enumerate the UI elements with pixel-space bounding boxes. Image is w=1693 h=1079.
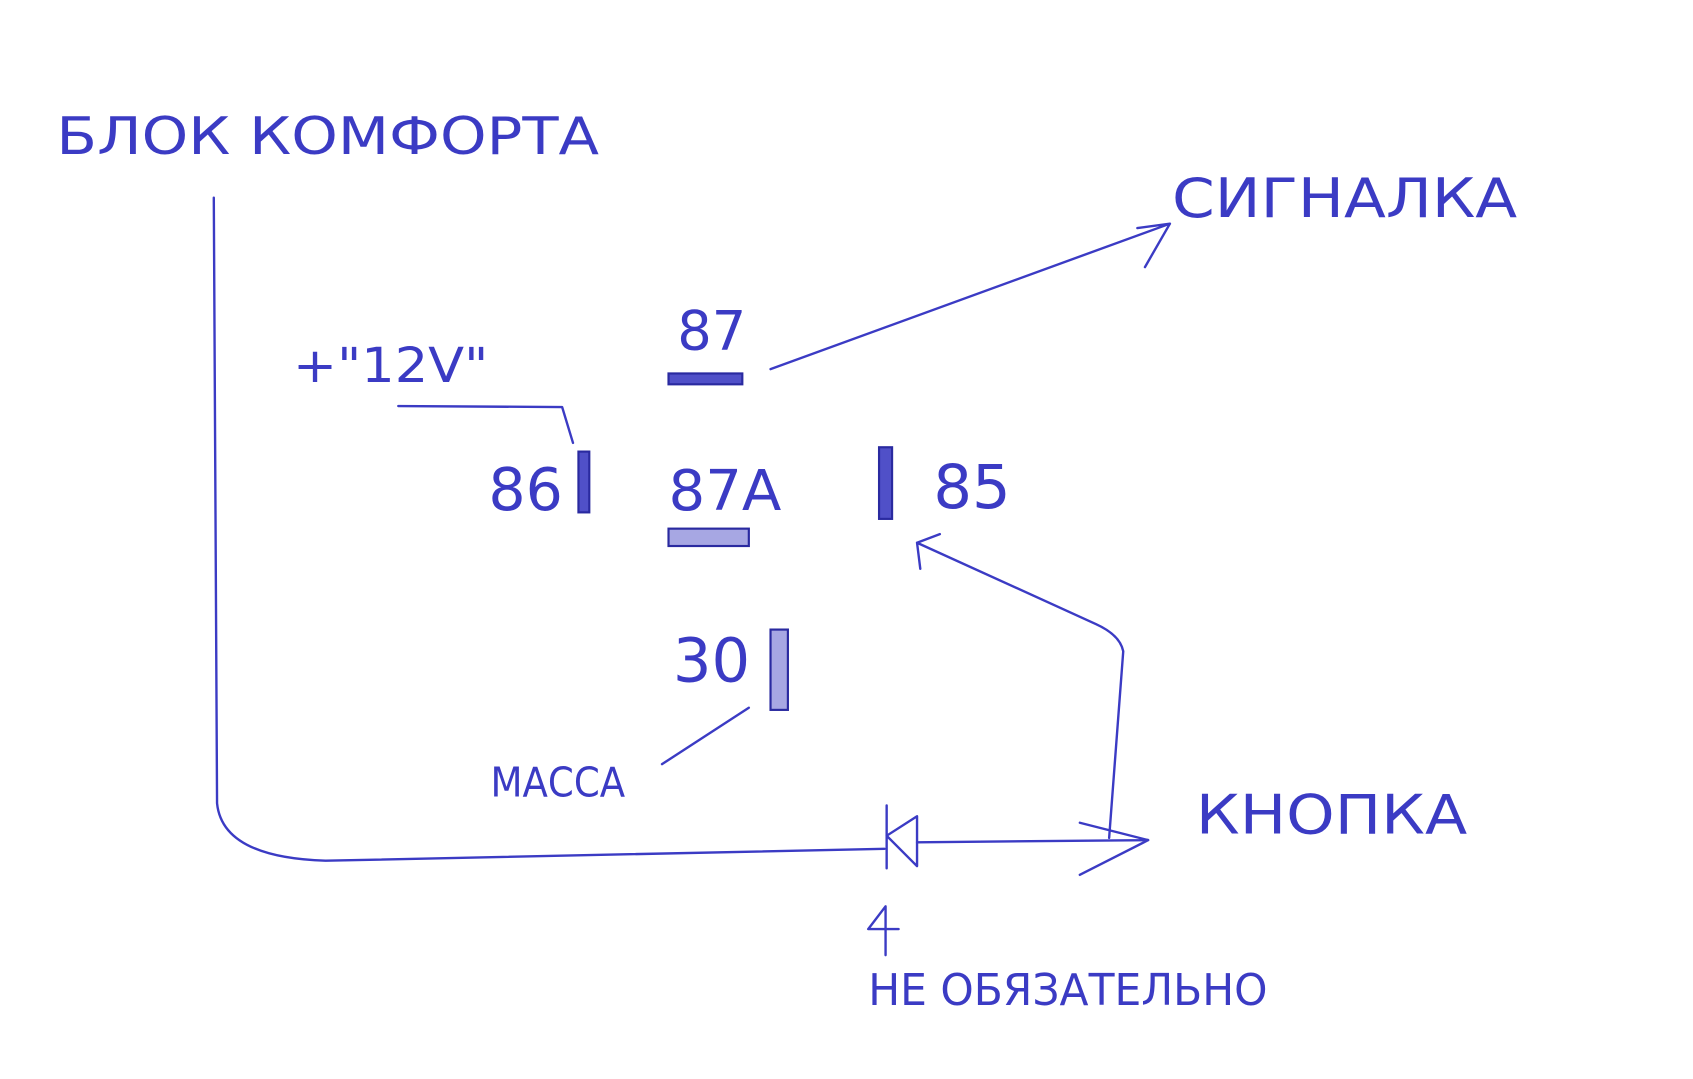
- plus-12v-label: +"12V": [293, 339, 488, 394]
- button-label: КНОПКА: [1196, 784, 1467, 847]
- relay-pin-86: [577, 450, 591, 514]
- comfort-block-label: БЛОК КОМФОРТА: [56, 107, 599, 167]
- relay-pin-87a: [667, 527, 750, 548]
- optional-label: НЕ ОБЯЗАТЕЛЬНО: [868, 966, 1267, 1016]
- plus-12v-wire: [397, 404, 575, 445]
- pin-30-label: 30: [673, 627, 750, 697]
- relay-pin-85: [877, 446, 894, 520]
- relay-pin-30: [769, 628, 789, 711]
- button-to-85-wire: [915, 532, 1125, 840]
- pin-87-label: 87: [677, 300, 746, 363]
- button-arrow-wire: [915, 821, 1150, 877]
- ground-wire: [660, 706, 751, 766]
- ground-label: МАССА: [491, 759, 626, 807]
- pin-86-label: 86: [488, 456, 563, 524]
- relay-pin-87: [667, 372, 744, 386]
- pin-85-label: 85: [933, 453, 1010, 523]
- alarm-label: СИГНАЛКА: [1172, 167, 1517, 230]
- alarm-arrow-wire: [769, 222, 1172, 371]
- optional-pointer-arrow: [867, 905, 900, 957]
- pin-87a-label: 87A: [669, 459, 782, 524]
- comfort-block-wire: [212, 196, 886, 862]
